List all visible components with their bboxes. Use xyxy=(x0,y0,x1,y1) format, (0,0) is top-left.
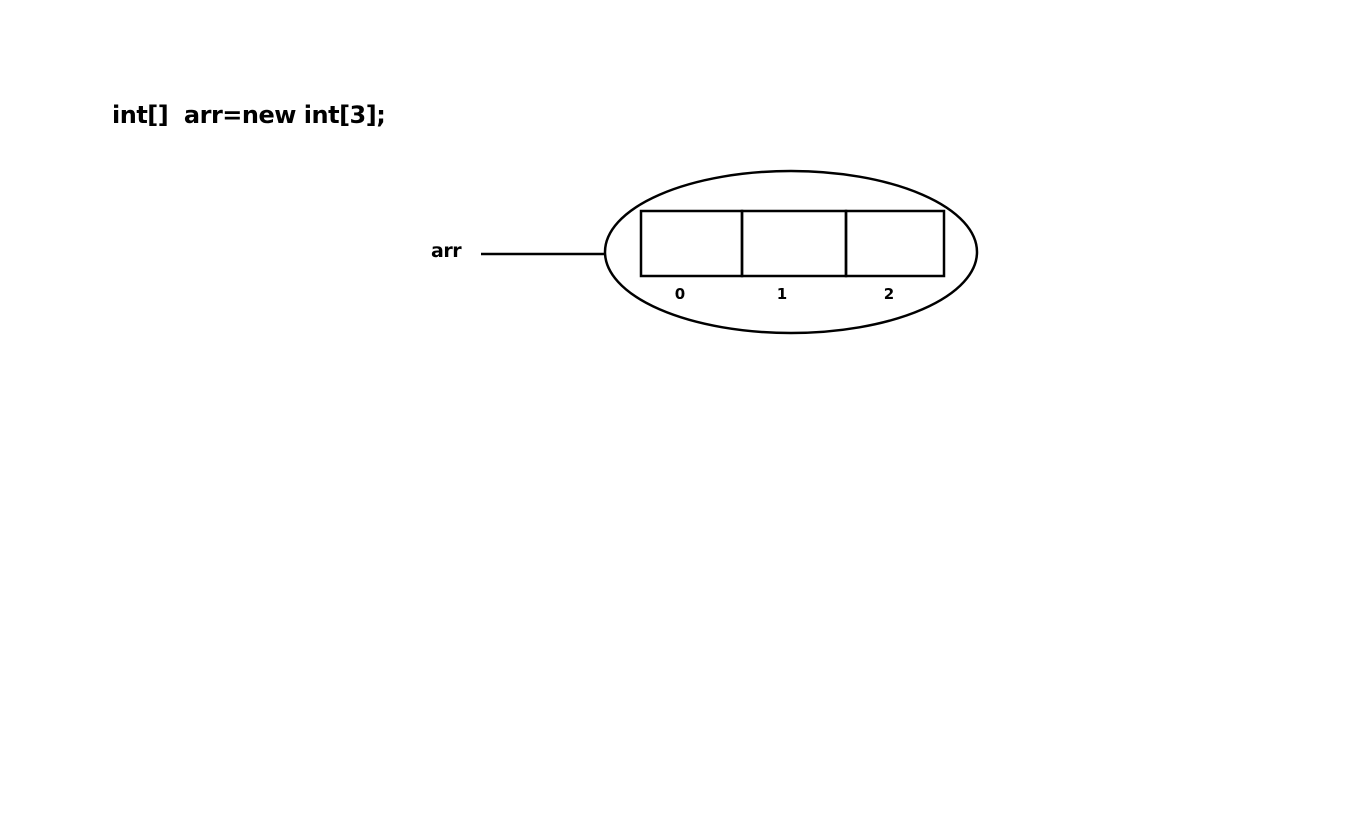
reference-variable-label: arr xyxy=(431,240,462,262)
array-cell-2 xyxy=(844,209,946,278)
array-index-label: 2 xyxy=(883,285,895,303)
array-cell-1 xyxy=(740,209,848,278)
heap-object-ellipse xyxy=(603,169,979,335)
array-cell-0 xyxy=(639,209,744,278)
array-index-label: 0 xyxy=(674,285,686,303)
code-statement: int[] arr=new int[3]; xyxy=(112,101,386,129)
array-index-label: 1 xyxy=(776,285,788,303)
